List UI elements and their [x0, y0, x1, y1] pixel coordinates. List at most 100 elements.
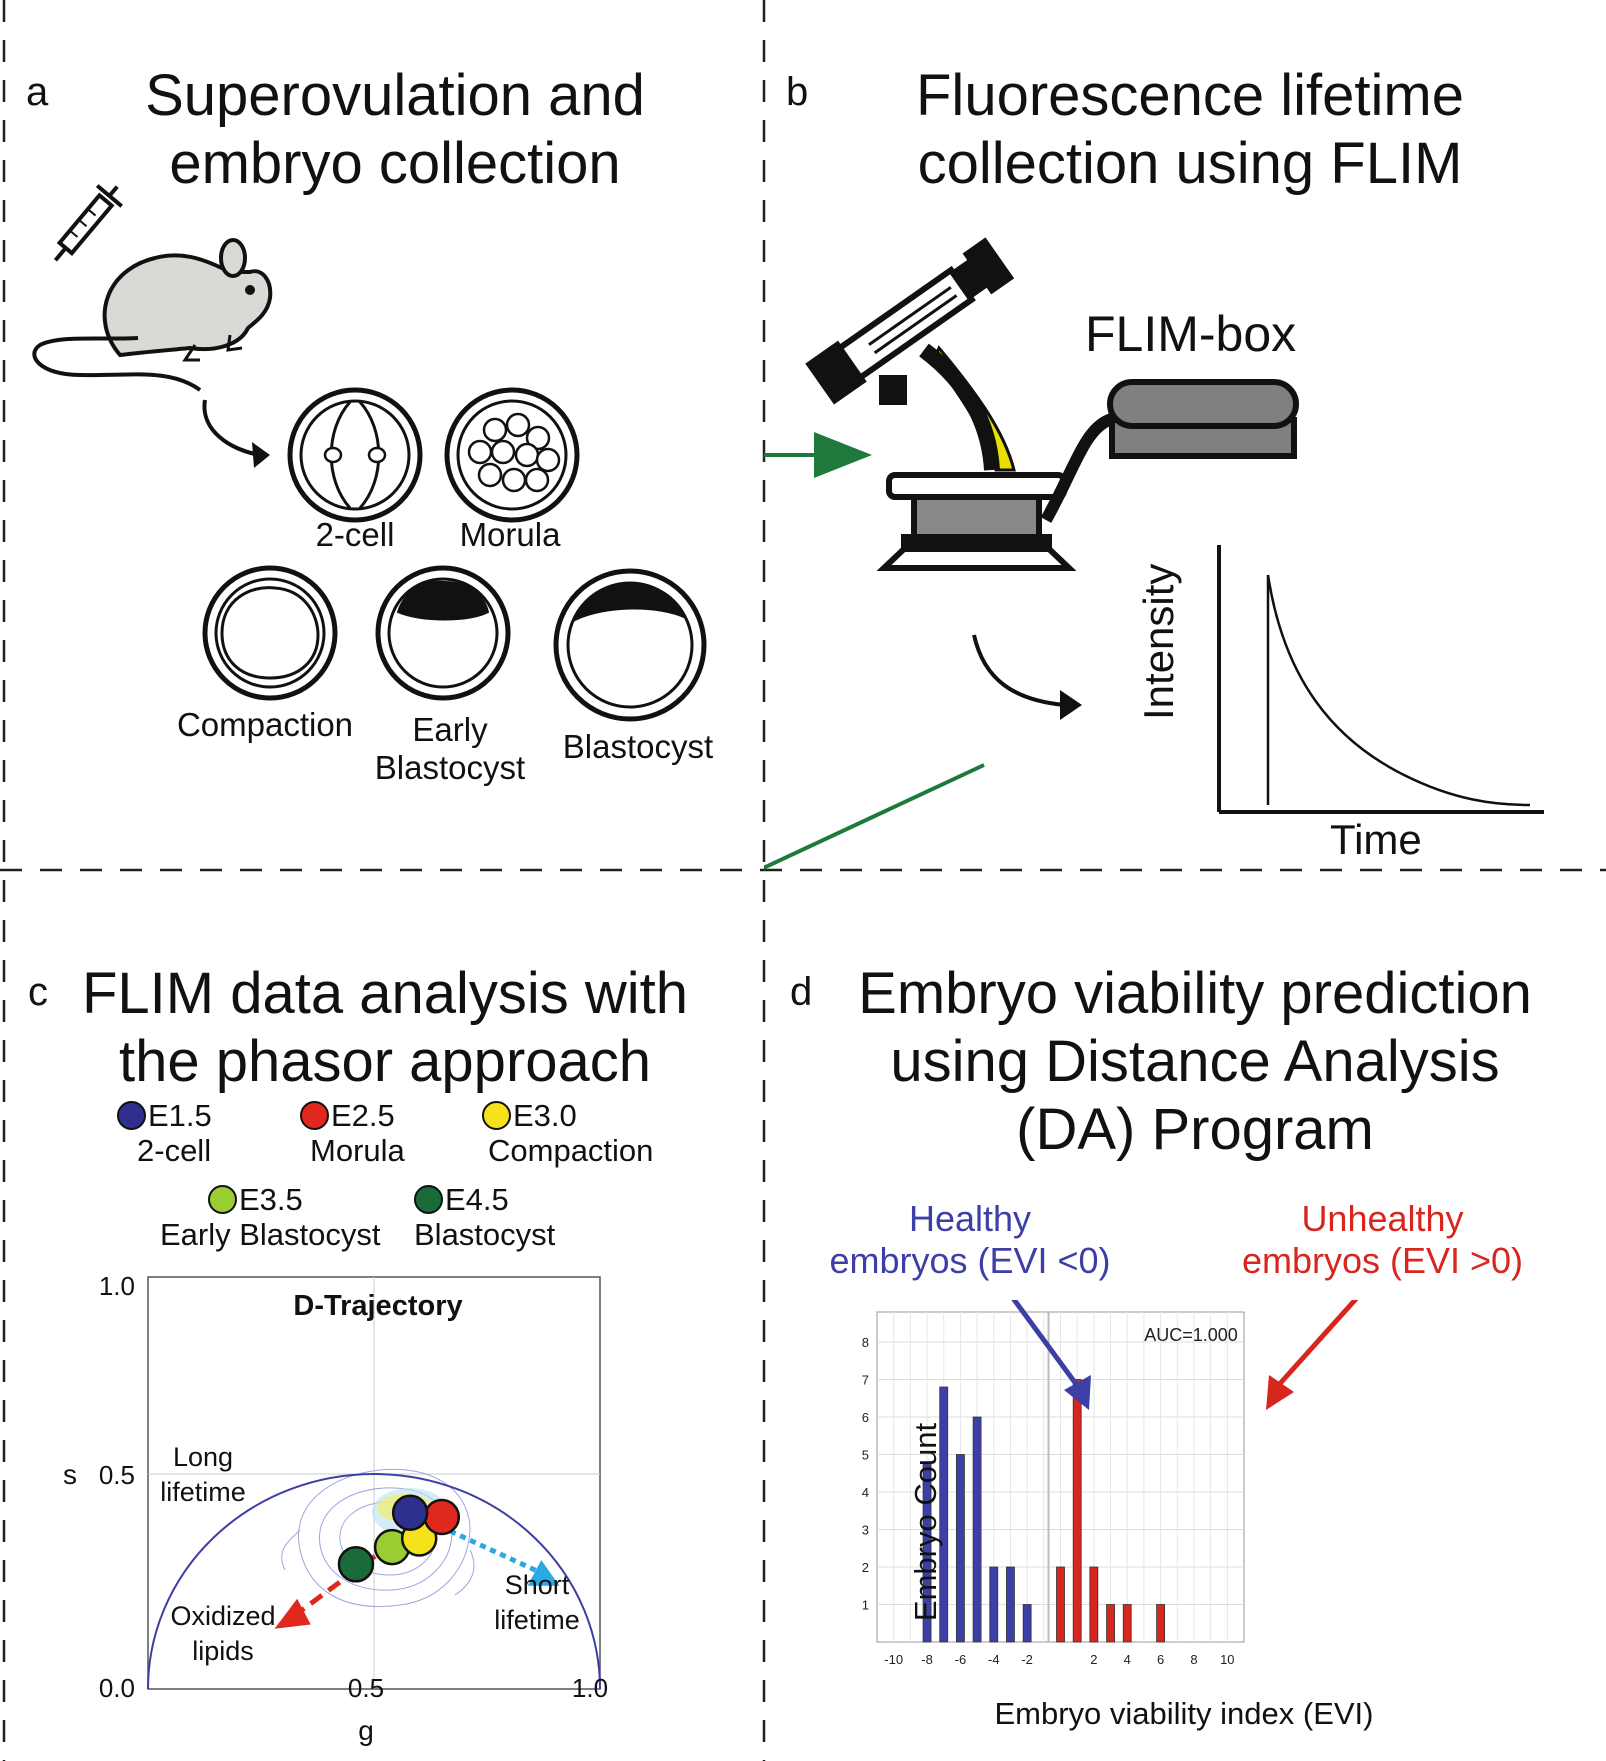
panel-c-label: c [28, 970, 48, 1014]
bar-unhealthy [1072, 1379, 1082, 1643]
annot-long-1: Long [173, 1442, 233, 1472]
annot-short-2: lifetime [494, 1605, 580, 1635]
panel-a-title-line1: Superovulation and [145, 63, 645, 128]
blastocyst-embryo [553, 568, 707, 722]
annot-long-2: lifetime [160, 1477, 246, 1507]
short-lifetime-arrow-head [527, 1560, 560, 1586]
y-tick-label: 3 [862, 1523, 869, 1538]
x-tick-label: -2 [1021, 1652, 1033, 1667]
x-tick-label: -4 [988, 1652, 1000, 1667]
x-tick-label: -8 [921, 1652, 933, 1667]
legend-e15: E1.5 2-cell [117, 1098, 212, 1168]
bar-healthy [939, 1386, 949, 1643]
legend-swatch-e30 [482, 1101, 511, 1130]
microscope-icon [805, 237, 1166, 571]
chart-xlabel: Embryo viability index (EVI) [994, 1696, 1373, 1731]
phasor-ytick-bottom: 0.0 [99, 1673, 135, 1703]
bar-healthy [989, 1566, 999, 1643]
panel-b-title-line1: Fluorescence lifetime [916, 63, 1464, 128]
early-blastocyst-embryo [375, 565, 511, 701]
phasor-xtick-right: 1.0 [572, 1673, 608, 1703]
phasor-plot-title: D-Trajectory [293, 1290, 462, 1322]
legend-stage: Morula [310, 1133, 405, 1168]
y-tick-label: 6 [862, 1410, 869, 1425]
legend-e30: E3.0 Compaction [482, 1098, 653, 1168]
healthy-label-line1: Healthy [908, 1198, 1032, 1239]
two-cell-embryo [287, 387, 423, 523]
annot-short-1: Short [505, 1570, 570, 1600]
flim-box-icon [1107, 379, 1299, 459]
legend-stage: 2-cell [137, 1133, 212, 1168]
legend-swatch-e25 [300, 1101, 329, 1130]
label-blastocyst: Blastocyst [562, 728, 714, 765]
panel-d-title-line1: Embryo viability prediction [858, 961, 1532, 1026]
x-tick-label: 10 [1220, 1652, 1234, 1667]
phasor-point-E2-5 [423, 1498, 461, 1536]
annot-ox-2: lipids [192, 1636, 254, 1666]
panel-a-title-line2: embryo collection [169, 131, 621, 196]
legend-code: E3.0 [513, 1098, 577, 1133]
panel-a-illustration [32, 184, 707, 722]
unhealthy-label-line1: Unhealthy [1301, 1198, 1464, 1239]
panel-c-title-line1: FLIM data analysis with [81, 961, 689, 1026]
panel-a-title: Superovulation and embryo collection [110, 62, 680, 198]
panel-c-title-line2: the phasor approach [118, 1029, 652, 1094]
panel-d-title-line2: using Distance Analysis [890, 1029, 1500, 1094]
legend-stage: Early Blastocyst [160, 1217, 381, 1252]
phasor-ytick-mid: 0.5 [99, 1460, 135, 1490]
phasor-xlabel: g [358, 1715, 374, 1746]
legend-stage: Compaction [488, 1133, 654, 1168]
panel-a-label: a [26, 70, 49, 114]
bar-healthy [1006, 1566, 1015, 1643]
panel-d-title: Embryo viability prediction using Distan… [830, 960, 1560, 1164]
x-tick-label: -10 [884, 1652, 903, 1667]
legend-e45: E4.5 Blastocyst [414, 1182, 555, 1252]
phasor-xtick-mid: 0.5 [348, 1673, 384, 1703]
label-compaction: Compaction [176, 706, 354, 743]
healthy-label-line2: embryos (EVI <0) [829, 1240, 1111, 1281]
phasor-plot: D-Trajectory 1.0 0.5 s 0.0 0.5 1.0 g Lon… [63, 1271, 608, 1746]
chart-ylabel: Embryo Count [908, 1423, 943, 1622]
x-tick-label: 8 [1190, 1652, 1197, 1667]
healthy-pointer-arrow [1011, 1300, 1082, 1390]
y-tick-label: 8 [862, 1335, 869, 1350]
panel-b-title-line2: collection using FLIM [917, 131, 1463, 196]
label-2-cell: 2-cell [315, 516, 395, 553]
bar-unhealthy [1089, 1566, 1099, 1643]
bar-unhealthy [1122, 1604, 1132, 1643]
healthy-label: Healthy embryos (EVI <0) [820, 1198, 1120, 1282]
healthy-pointer-head [1064, 1375, 1091, 1410]
x-tick-label: -6 [955, 1652, 967, 1667]
phasor-ytick-top: 1.0 [99, 1271, 135, 1301]
universal-circle [147, 1473, 601, 1690]
label-blastocyst-2: Blastocyst [374, 749, 526, 786]
y-tick-label: 4 [862, 1485, 869, 1500]
legend-code: E3.5 [239, 1182, 303, 1217]
flim-box-label: FLIM-box [1085, 306, 1297, 362]
unhealthy-pointer-arrow [1274, 1300, 1359, 1390]
bar-unhealthy [1156, 1604, 1165, 1643]
bar-healthy [972, 1416, 982, 1643]
annot-ox-1: Oxidized [170, 1601, 275, 1631]
y-tick-label: 1 [862, 1598, 869, 1613]
phasor-point-E1-5 [391, 1494, 429, 1531]
unhealthy-label: Unhealthy embryos (EVI >0) [1225, 1198, 1540, 1282]
legend-swatch-e15 [117, 1101, 146, 1130]
oxidized-arrow-head [274, 1598, 311, 1629]
decay-xlabel: Time [1330, 816, 1422, 863]
y-tick-label: 5 [862, 1448, 869, 1463]
x-tick-label: 4 [1124, 1652, 1131, 1667]
compaction-embryo [202, 565, 338, 701]
bar-unhealthy [1056, 1566, 1065, 1643]
bar-healthy [922, 1461, 932, 1643]
morula-embryo [444, 387, 580, 523]
decay-ylabel: Intensity [1135, 563, 1182, 720]
panel-b-label: b [786, 70, 809, 114]
label-morula: Morula [459, 516, 561, 553]
bar-healthy [956, 1454, 965, 1643]
legend-swatch-e35 [208, 1185, 237, 1214]
legend-e25: E2.5 Morula [300, 1098, 405, 1168]
label-early: Early [412, 711, 488, 748]
unhealthy-pointer-head [1266, 1375, 1294, 1410]
